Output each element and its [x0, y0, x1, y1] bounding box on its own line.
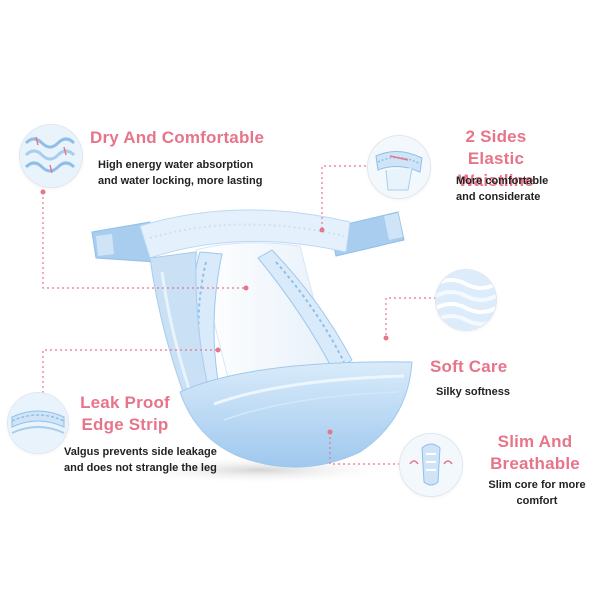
leader-dots — [40, 189, 389, 435]
slim-description: Slim core for more comfort — [478, 477, 596, 509]
soft-title: Soft Care — [430, 357, 508, 376]
front-bottom — [179, 361, 413, 468]
slim-title: Slim And Breathable — [480, 431, 590, 475]
right-tab-hook — [384, 213, 403, 240]
slim-desc-line-2: comfort — [516, 495, 558, 507]
leak-guard-icon — [8, 393, 68, 453]
waist-description: More comfortable and considerate — [456, 173, 548, 205]
slim-desc-line-1: Slim core for more — [488, 479, 586, 491]
dry-desc-line-1: High energy water absorption — [98, 159, 254, 171]
dry-description: High energy water absorption and water l… — [98, 157, 262, 189]
soft-desc-line-1: Silky softness — [436, 386, 510, 398]
waist-title-line-2: Waistline — [458, 171, 534, 190]
leak-title-line-1: Leak Proof — [80, 393, 170, 412]
elastic-waistband-icon — [368, 136, 430, 198]
waist-title-line-1: 2 Sides Elastic — [465, 127, 527, 168]
dry-desc-line-2: and water locking, more lasting — [98, 175, 263, 187]
absorption-waves-icon — [20, 125, 82, 187]
leak-title-line-2: Edge Strip — [81, 415, 169, 434]
soft-description: Silky softness — [436, 384, 510, 400]
dry-title: Dry And Comfortable — [90, 128, 265, 147]
slim-title-line-1: Slim And — [497, 432, 573, 451]
slim-title-line-2: Breathable — [490, 454, 580, 473]
leak-description: Valgus prevents side leakage and does no… — [64, 444, 217, 476]
waist-desc-line-1: More comfortable — [456, 175, 549, 187]
leak-desc-line-1: Valgus prevents side leakage — [64, 446, 217, 458]
leak-title: Leak Proof Edge Strip — [70, 392, 180, 436]
waist-desc-line-2: and considerate — [456, 191, 541, 203]
left-tab-hook — [96, 234, 114, 256]
breathable-core-icon — [400, 434, 462, 496]
leak-desc-line-2: and does not strangle the leg — [64, 462, 217, 474]
waist-title: 2 Sides Elastic Waistline — [436, 126, 556, 192]
back-waistband — [139, 209, 351, 259]
leader-lines — [42, 165, 436, 465]
soft-fabric-icon — [436, 270, 496, 330]
